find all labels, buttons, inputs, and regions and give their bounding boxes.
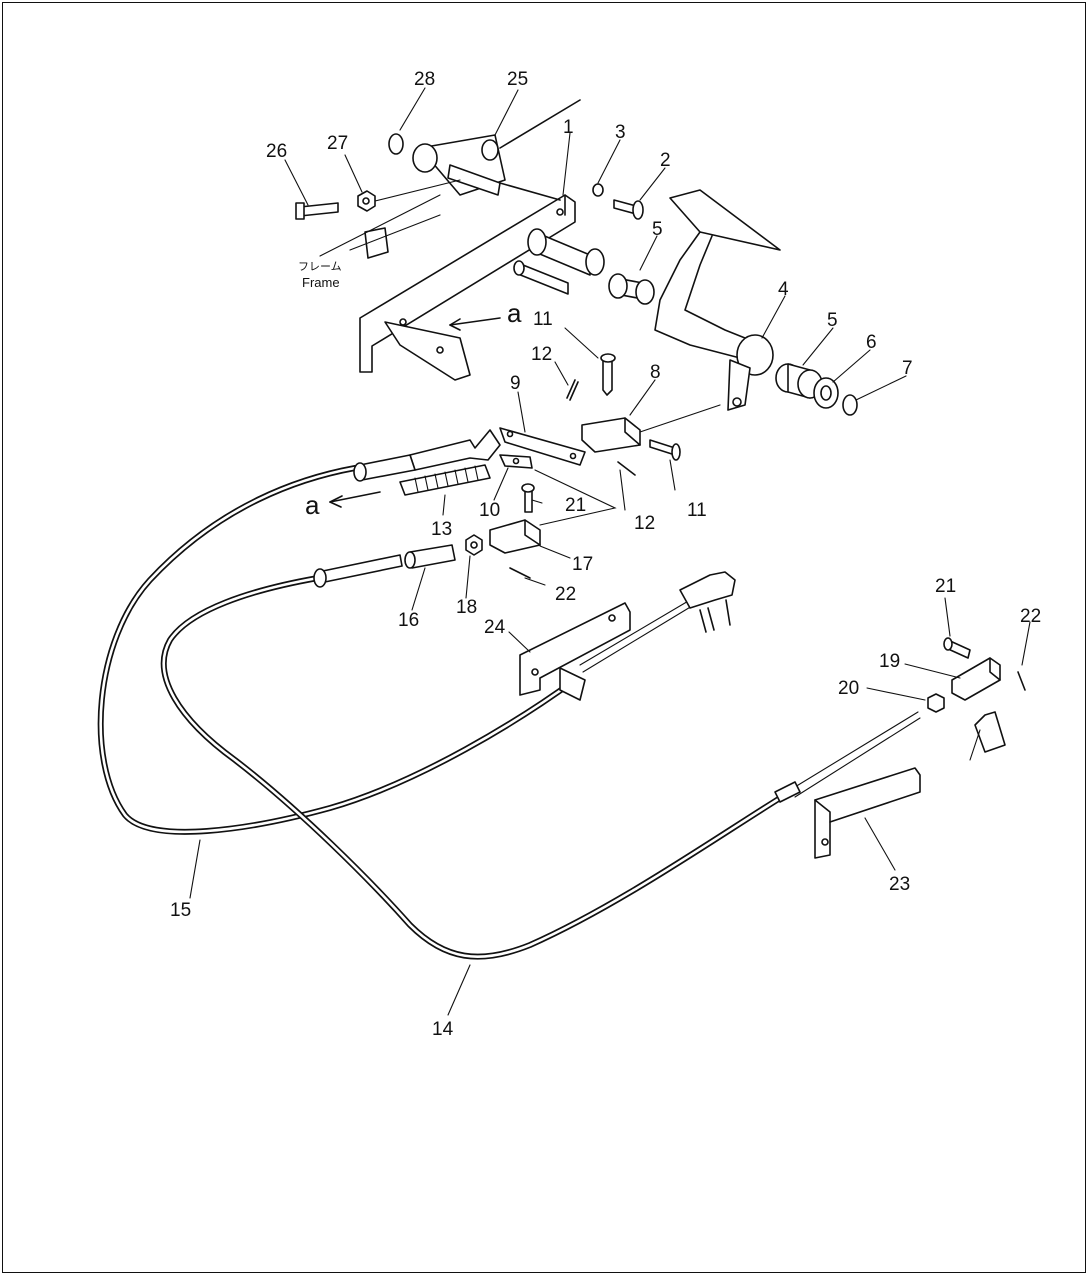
part-25-pivot bbox=[412, 99, 581, 201]
label-part-5a: 5 bbox=[652, 219, 663, 240]
label-part-17: 17 bbox=[572, 554, 593, 575]
label-part-20: 20 bbox=[838, 678, 859, 699]
spring-13 bbox=[399, 464, 491, 496]
label-part-11-top: 11 bbox=[533, 309, 553, 330]
label-part-28: 28 bbox=[414, 69, 435, 90]
rod-end-upper bbox=[353, 429, 501, 482]
cable-fitting-23 bbox=[774, 781, 801, 803]
nut-18 bbox=[465, 534, 483, 556]
label-view-a-top: a bbox=[507, 298, 522, 328]
label-part-18: 18 bbox=[456, 597, 477, 618]
cable-24-to-pedal bbox=[579, 599, 693, 673]
label-part-14: 14 bbox=[432, 1019, 454, 1040]
label-part-12-top: 12 bbox=[531, 344, 552, 365]
label-part-21-right: 21 bbox=[935, 576, 956, 597]
label-frame-en: Frame bbox=[302, 275, 340, 290]
label-part-25: 25 bbox=[507, 69, 528, 90]
nut-20 bbox=[927, 693, 945, 713]
label-part-15: 15 bbox=[170, 900, 191, 921]
linkage-stub bbox=[969, 711, 1006, 761]
pin-11-right bbox=[649, 439, 681, 461]
bolt-21-left bbox=[521, 483, 535, 513]
label-part-7: 7 bbox=[902, 358, 913, 379]
cable-14 bbox=[160, 575, 788, 960]
bracket-24 bbox=[519, 602, 631, 701]
cable-15 bbox=[97, 465, 578, 835]
label-part-24: 24 bbox=[484, 617, 506, 638]
cable-end-fitting-24 bbox=[679, 571, 736, 633]
label-part-12-right: 12 bbox=[634, 513, 655, 534]
label-part-13: 13 bbox=[431, 519, 452, 540]
label-part-2: 2 bbox=[660, 150, 671, 171]
cotter-pin-12-right bbox=[617, 461, 636, 476]
plate-9 bbox=[499, 427, 586, 466]
nut-3 bbox=[592, 183, 604, 197]
bracket-23 bbox=[814, 767, 921, 859]
bushing-5a bbox=[608, 273, 655, 305]
label-part-10: 10 bbox=[479, 500, 500, 521]
bracket-1 bbox=[359, 194, 576, 381]
label-part-11-right: 11 bbox=[687, 500, 707, 521]
nut-27 bbox=[357, 179, 461, 212]
label-part-5b: 5 bbox=[827, 310, 838, 331]
bolt-2 bbox=[613, 199, 644, 220]
label-part-1: 1 bbox=[563, 117, 574, 138]
label-part-9: 9 bbox=[510, 373, 521, 394]
pin-11-top bbox=[600, 353, 616, 396]
label-part-19: 19 bbox=[879, 651, 900, 672]
label-part-4: 4 bbox=[778, 279, 789, 300]
label-part-26: 26 bbox=[266, 141, 287, 162]
label-part-6: 6 bbox=[866, 332, 877, 353]
label-part-16: 16 bbox=[398, 610, 419, 631]
snap-ring-7 bbox=[842, 394, 858, 416]
bolt-21-right bbox=[943, 637, 971, 659]
clevis-17 bbox=[489, 519, 541, 554]
label-part-27: 27 bbox=[327, 133, 348, 154]
cotter-pin-12-top bbox=[566, 379, 579, 401]
label-frame-jp: フレーム bbox=[298, 260, 342, 273]
clevis-19 bbox=[951, 657, 1001, 701]
rod-16 bbox=[313, 544, 456, 588]
snap-ring-28 bbox=[388, 133, 404, 155]
cable-23-rod bbox=[789, 711, 921, 798]
washer-6 bbox=[813, 377, 839, 409]
label-part-23: 23 bbox=[889, 874, 910, 895]
plate-10 bbox=[499, 454, 533, 469]
label-part-3: 3 bbox=[615, 122, 626, 143]
label-part-22-left: 22 bbox=[555, 584, 576, 605]
label-view-a-left: a bbox=[305, 490, 320, 520]
view-a-arrow bbox=[329, 317, 501, 508]
cotter-pin-22-right bbox=[1017, 671, 1026, 691]
label-part-8: 8 bbox=[650, 362, 661, 383]
frame-bracket bbox=[319, 194, 441, 259]
label-part-22-right: 22 bbox=[1020, 606, 1041, 627]
pedal-4 bbox=[654, 189, 781, 411]
label-part-21-left: 21 bbox=[565, 495, 586, 516]
leader-bracket-10-17 bbox=[534, 469, 617, 526]
leader-lines bbox=[189, 87, 1031, 1016]
bolt-26 bbox=[295, 202, 339, 220]
cotter-pin-22-left bbox=[509, 567, 531, 579]
clevis-8 bbox=[581, 404, 721, 453]
shaft bbox=[513, 228, 605, 295]
